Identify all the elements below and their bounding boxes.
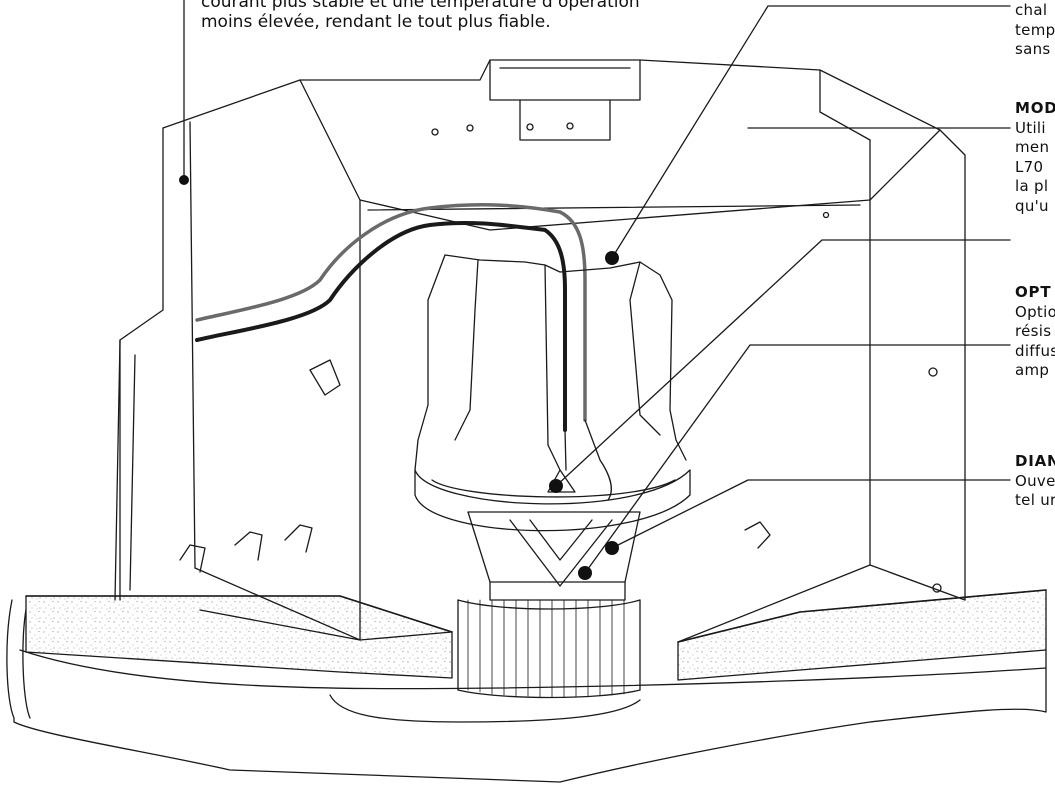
insulation-right	[677, 589, 1047, 681]
callout-line: la pl	[1015, 177, 1049, 195]
callout-title: DIAN	[1015, 452, 1055, 470]
driver-housing	[414, 254, 687, 471]
callout-line: men	[1015, 138, 1050, 156]
callout-line: sans	[1015, 40, 1051, 58]
callout-line: résis	[1015, 322, 1052, 340]
callout-line: Optio	[1015, 302, 1055, 321]
leader-lines	[183, 0, 1011, 574]
trim-cylinder	[457, 599, 641, 699]
callout-line: tel ur	[1015, 491, 1055, 509]
callout-line: amp	[1015, 361, 1050, 379]
callout-line: qu'u	[1015, 196, 1049, 215]
housing-box	[114, 59, 966, 643]
insulation-left	[25, 595, 453, 679]
led-module	[467, 469, 641, 601]
callout-line: chal	[1015, 1, 1048, 19]
callout-line: moins élevée, rendant le tout plus fiabl…	[201, 12, 551, 32]
callout-right-2: MOD Utili men L70 la pl qu'u	[1015, 99, 1055, 216]
callout-line: L70	[1015, 157, 1044, 176]
leader-markers	[179, 175, 619, 580]
callout-right-3: OPT Optio résis diffus amp	[1015, 283, 1055, 381]
callout-title: MOD	[1015, 99, 1055, 117]
callout-line: Utili	[1015, 118, 1046, 137]
callout-line: Ouve	[1015, 471, 1055, 490]
callout-driver-text: courant plus stable et une température d…	[201, 0, 721, 32]
callout-right-1: chal temp sans	[1015, 1, 1055, 60]
callout-title: OPT	[1015, 283, 1052, 301]
callout-right-4: DIAN Ouve tel ur	[1015, 452, 1055, 511]
mounting-clips	[179, 359, 771, 573]
callout-line: temp	[1015, 20, 1055, 39]
heat-sink-ring	[414, 469, 691, 532]
wires	[195, 203, 612, 501]
callout-line: courant plus stable et une température d…	[201, 0, 640, 12]
callout-line: diffus	[1015, 341, 1055, 360]
